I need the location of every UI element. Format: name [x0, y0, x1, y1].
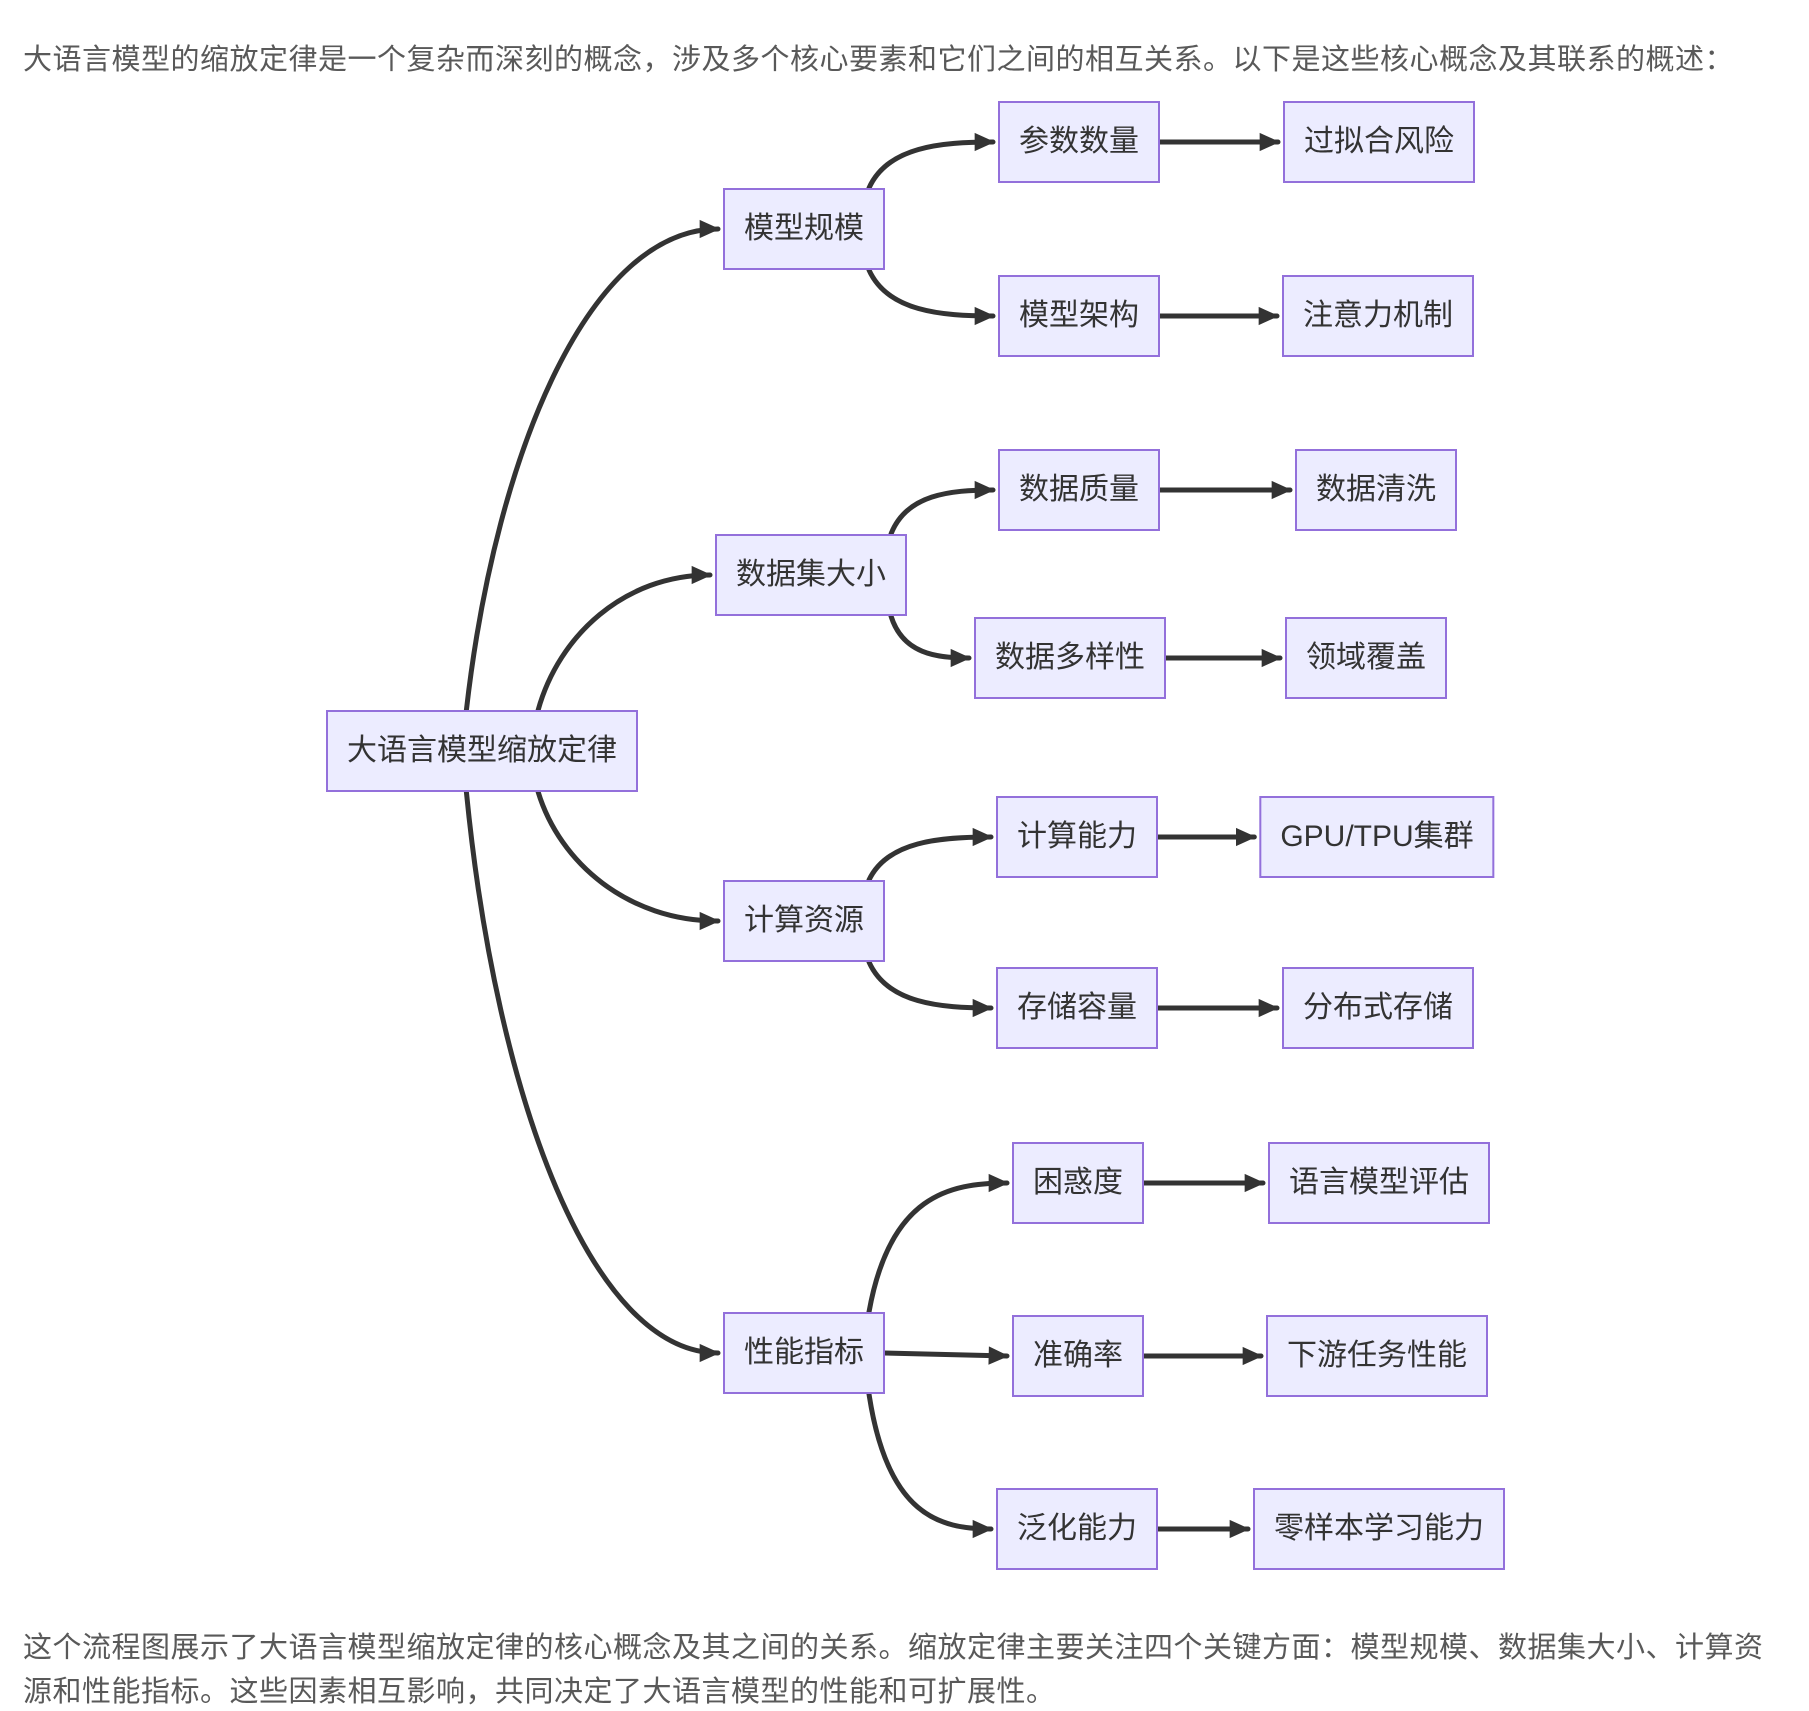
node-compute-power: 计算能力: [996, 796, 1158, 878]
node-storage: 存储容量: [996, 967, 1158, 1049]
edge-perf-accuracy: [881, 1346, 1010, 1365]
edge-compute-compute-power: [866, 827, 994, 883]
intro-text: 大语言模型的缩放定律是一个复杂而深刻的概念，涉及多个核心要素和它们之间的相互关系…: [23, 44, 1735, 76]
node-zero-shot: 零样本学习能力: [1253, 1488, 1505, 1570]
edge-dataset-size-data-diversity: [888, 613, 972, 668]
node-root: 大语言模型缩放定律: [326, 710, 638, 792]
edge-compute-storage: [866, 959, 994, 1018]
node-accuracy: 准确率: [1012, 1315, 1144, 1397]
edge-root-model-scale: [463, 219, 721, 713]
node-lm-eval: 语言模型评估: [1268, 1142, 1490, 1224]
node-dist-storage: 分布式存储: [1282, 967, 1474, 1049]
node-gpu-tpu: GPU/TPU集群: [1259, 796, 1495, 878]
edge-model-scale-model-arch: [866, 267, 996, 326]
node-downstream: 下游任务性能: [1266, 1315, 1488, 1397]
node-data-cleaning: 数据清洗: [1295, 449, 1457, 531]
node-domain-coverage: 领域覆盖: [1285, 617, 1447, 699]
node-compute: 计算资源: [723, 880, 885, 962]
node-overfit-risk: 过拟合风险: [1283, 101, 1475, 183]
node-perf: 性能指标: [723, 1312, 885, 1394]
node-data-quality: 数据质量: [998, 449, 1160, 531]
node-dataset-size: 数据集大小: [715, 534, 907, 616]
edge-root-perf: [463, 789, 721, 1363]
edge-dataset-size-data-quality: [888, 480, 996, 537]
node-data-diversity: 数据多样性: [974, 617, 1166, 699]
node-attention: 注意力机制: [1282, 275, 1474, 357]
node-model-scale: 模型规模: [723, 188, 885, 270]
edge-perf-perplexity: [866, 1173, 1010, 1315]
edge-root-dataset-size: [535, 565, 713, 713]
node-generalization: 泛化能力: [996, 1488, 1158, 1570]
node-param-count: 参数数量: [998, 101, 1160, 183]
edge-perf-generalization: [866, 1391, 994, 1539]
node-perplexity: 困惑度: [1012, 1142, 1144, 1224]
footer-text: 这个流程图展示了大语言模型缩放定律的核心概念及其之间的关系。缩放定律主要关注四个…: [23, 1632, 1764, 1708]
node-model-arch: 模型架构: [998, 275, 1160, 357]
edge-model-scale-param-count: [866, 132, 996, 191]
edge-root-compute: [535, 789, 721, 931]
